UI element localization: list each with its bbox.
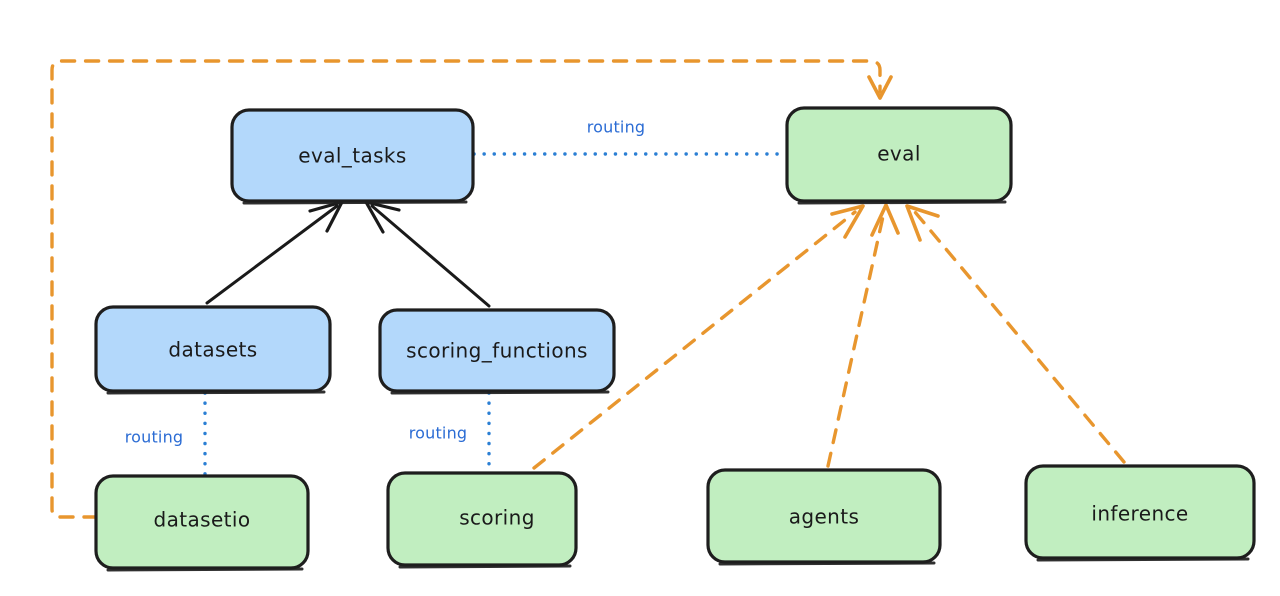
edge-inference-to-eval — [905, 204, 1126, 464]
edge-scoring_functions-to-eval_tasks — [364, 200, 491, 308]
node-eval_tasks-shape[interactable] — [230, 108, 475, 203]
edge-label-routing-datasets-datasetio: routing — [125, 428, 184, 447]
node-scoring_functions[interactable]: scoring_functions — [378, 308, 616, 395]
node-inference-shape[interactable] — [1024, 464, 1256, 560]
node-datasetio[interactable]: datasetio — [94, 474, 310, 572]
node-scoring-shape[interactable] — [386, 471, 578, 567]
node-eval-shape[interactable] — [785, 106, 1013, 203]
node-agents-shape[interactable] — [706, 468, 942, 564]
edge-agents-to-eval — [826, 203, 900, 468]
node-datasetio-shadow — [106, 567, 304, 572]
edge-datasetio-to-eval — [50, 59, 893, 519]
node-layer: eval_tasks eval datasets scoring_functio… — [94, 106, 1256, 572]
node-scoring[interactable]: scoring — [386, 471, 578, 569]
node-eval_tasks-shadow — [242, 200, 468, 205]
node-inference-shadow — [1036, 557, 1250, 562]
node-eval_tasks-label: eval_tasks — [298, 144, 406, 168]
node-agents-label: agents — [789, 505, 860, 529]
edge-layer — [50, 59, 1126, 519]
node-datasets-shadow — [106, 390, 326, 395]
node-scoring-label: scoring — [459, 506, 535, 530]
node-datasetio-shape[interactable] — [94, 474, 310, 570]
node-inference-label: inference — [1091, 502, 1188, 526]
node-eval[interactable]: eval — [785, 106, 1013, 205]
node-eval_tasks[interactable]: eval_tasks — [230, 108, 475, 205]
edge-label-layer: routing routing routing — [125, 118, 646, 447]
node-datasets-label: datasets — [168, 338, 257, 362]
node-eval-label: eval — [877, 142, 921, 166]
node-scoring_functions-shadow — [390, 390, 610, 395]
node-datasets[interactable]: datasets — [94, 305, 332, 395]
node-scoring_functions-label: scoring_functions — [406, 339, 588, 363]
node-datasetio-label: datasetio — [153, 508, 250, 532]
node-agents[interactable]: agents — [706, 468, 942, 566]
edge-scoring-to-eval — [532, 204, 865, 470]
node-datasets-shape[interactable] — [94, 305, 332, 393]
node-eval-shadow — [797, 200, 1007, 205]
edge-label-routing-eval-tasks-eval: routing — [587, 118, 646, 137]
node-agents-shadow — [718, 561, 936, 566]
node-scoring-shadow — [398, 564, 572, 569]
edge-datasets-to-eval_tasks — [205, 200, 344, 305]
node-scoring_functions-shape[interactable] — [378, 308, 616, 393]
node-inference[interactable]: inference — [1024, 464, 1256, 562]
edge-label-routing-scoring-functions-scoring: routing — [409, 424, 468, 443]
